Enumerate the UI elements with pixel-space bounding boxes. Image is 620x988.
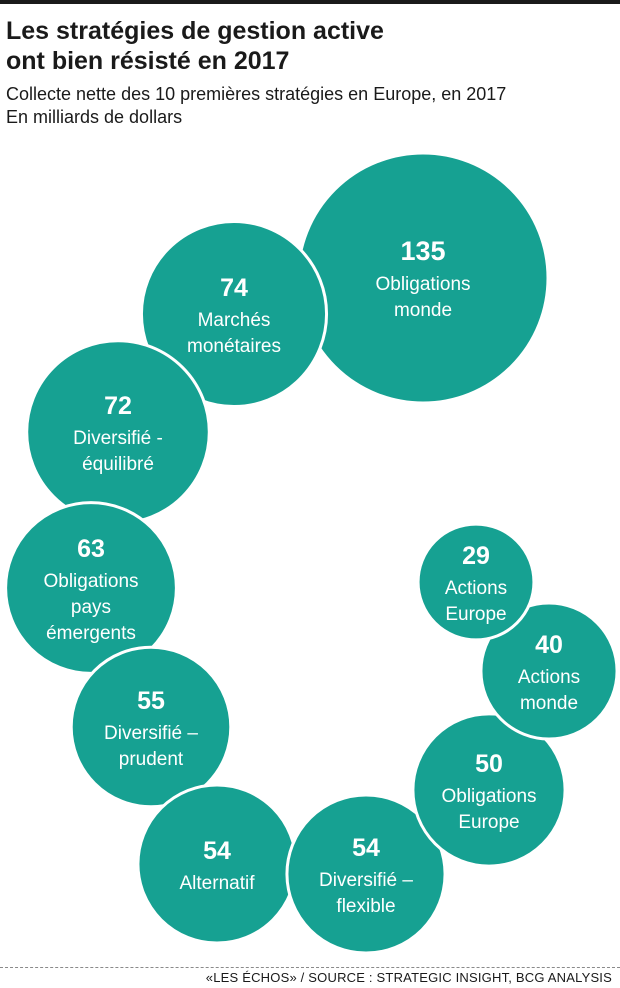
bubble-label: Obligations [441, 786, 536, 807]
bubble-label: Diversifié – [104, 723, 198, 744]
chart-subtitle: Collecte nette des 10 premières stratégi… [6, 84, 507, 127]
bubble-value: 54 [203, 837, 231, 865]
bubble-label: pays [71, 597, 111, 618]
bubble-value: 74 [220, 274, 248, 302]
bubble-label: monétaires [187, 336, 281, 357]
bubble-label: Actions [518, 667, 580, 688]
bubble-label: équilibré [82, 454, 154, 475]
bubble-value: 29 [462, 542, 490, 570]
bubble-value: 54 [352, 834, 380, 862]
footer-divider [0, 967, 620, 968]
bubble-label: émergents [46, 623, 136, 644]
bubble-label: monde [520, 693, 578, 714]
bubble-label: Obligations [43, 571, 138, 592]
bubble-circle [285, 793, 447, 955]
bubble-label: Marchés [198, 310, 271, 331]
bubble-circle [411, 712, 567, 868]
bubble-label: flexible [336, 896, 395, 917]
top-rule [0, 0, 620, 4]
bubble-circle [69, 645, 233, 809]
bubble-value: 50 [475, 750, 503, 778]
bubble-circle [479, 601, 619, 741]
bubble-label: Actions [445, 578, 507, 599]
bubble-value: 135 [400, 236, 445, 266]
bubble-circle [416, 522, 536, 642]
bubble-label: prudent [119, 749, 184, 770]
bubble-value: 40 [535, 631, 563, 659]
bubble-value: 63 [77, 535, 105, 563]
bubble-value: 72 [104, 392, 132, 420]
chart-title: Les stratégies de gestion active ont bie… [6, 17, 384, 75]
source-credit: «LES ÉCHOS» / SOURCE : STRATEGIC INSIGHT… [205, 970, 612, 985]
bubble-label: Alternatif [180, 873, 256, 894]
bubble-circle [139, 219, 329, 409]
bubble-label: Diversifié - [73, 428, 163, 449]
bubble-label: Diversifié – [319, 870, 413, 891]
bubble-label: Europe [458, 812, 519, 833]
bubble-value: 55 [137, 687, 165, 715]
bubble-label: Europe [445, 604, 506, 625]
bubble-label: monde [394, 300, 452, 321]
bubble-label: Obligations [375, 274, 470, 295]
